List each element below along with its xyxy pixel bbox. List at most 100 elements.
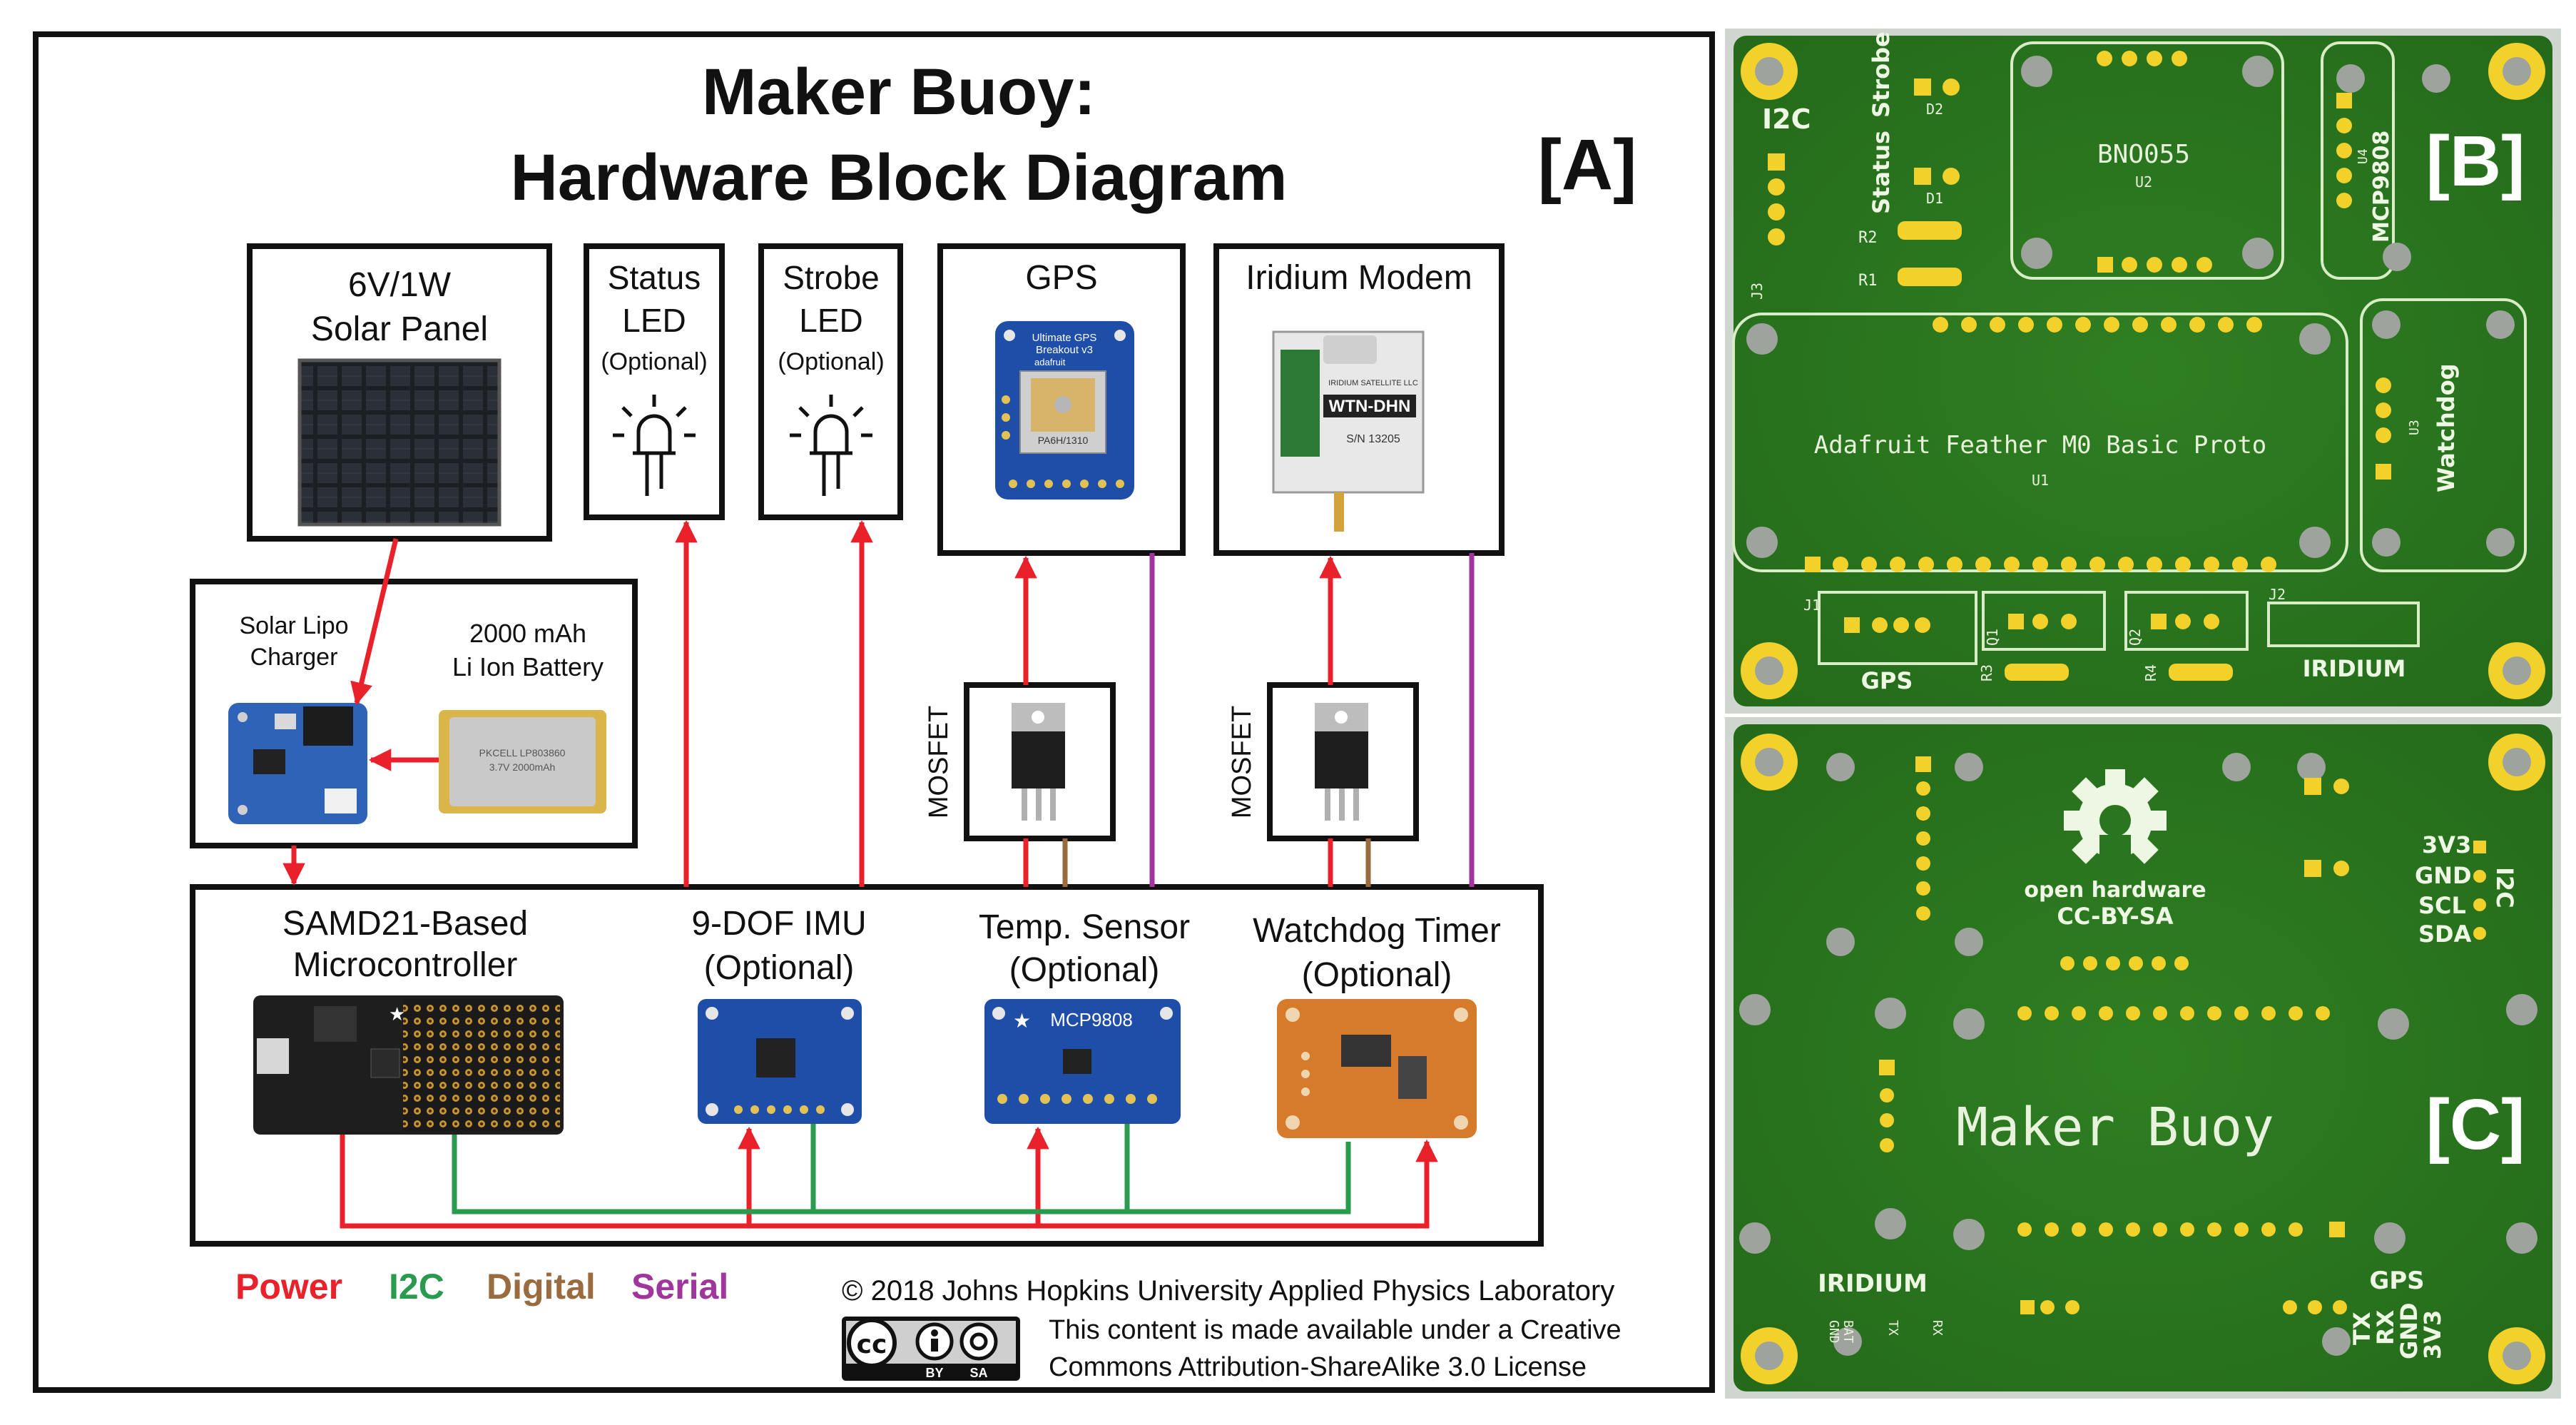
gps-label: GPS xyxy=(1025,259,1097,297)
charger-label-1: Solar Lipo xyxy=(239,612,348,639)
silk-gnd-iridium: GND xyxy=(1826,1320,1841,1344)
mcu-label-1: SAMD21-Based xyxy=(282,905,528,943)
legend-power: Power xyxy=(235,1267,342,1307)
legend-i2c: I2C xyxy=(389,1267,444,1307)
gps-module-text: PA6H/1310 xyxy=(1038,435,1089,446)
imu-board-image xyxy=(698,999,862,1124)
panel-c-pcb-bottom: open hardware CC-BY-SA Maker Buoy 3V3 GN… xyxy=(1725,717,2561,1399)
strobe-led-block: Strobe LED (Optional) xyxy=(758,243,903,520)
silk-rx-iridium: RX xyxy=(1930,1320,1945,1336)
silk-watchdog: Watchdog xyxy=(2433,363,2460,492)
svg-text:★: ★ xyxy=(1013,1009,1031,1033)
mosfet-block-1: MOSFET xyxy=(924,682,1116,841)
silk-u2: U2 xyxy=(2135,173,2152,191)
battery-label-1: 2000 mAh xyxy=(469,619,586,648)
license-text-1: This content is made available under a C… xyxy=(1049,1315,1622,1345)
panel-label-b: [B] xyxy=(2426,121,2525,201)
title-line-1: Maker Buoy: xyxy=(702,56,1096,128)
watchdog-image xyxy=(1277,999,1477,1138)
imu-label-2: (Optional) xyxy=(704,949,855,987)
status-led-label-1: Status xyxy=(608,259,701,296)
charger-battery-block: Solar Lipo Charger 2000 mAh Li Ion Batte… xyxy=(190,579,638,848)
silk-sda: SDA xyxy=(2418,921,2472,948)
silk-maker-buoy: Maker Buoy xyxy=(1956,1097,2274,1158)
mosfet-block-2: MOSFET xyxy=(1227,682,1419,841)
mosfet-label-2: MOSFET xyxy=(1227,706,1257,818)
silk-rx-gps: RX xyxy=(2372,1309,2399,1345)
silk-r2: R2 xyxy=(1858,229,1878,247)
charger-board-image xyxy=(228,703,367,824)
panel-label-a: [A] xyxy=(1538,125,1637,205)
modem-sn-text: S/N 13205 xyxy=(1346,433,1400,445)
silk-bno055: BNO055 xyxy=(2097,140,2190,169)
silk-bat: BAT xyxy=(1841,1320,1855,1344)
solar-panel-image xyxy=(297,358,502,527)
temp-chip-text: MCP9808 xyxy=(1050,1009,1133,1030)
legend: Power I2C Digital Serial xyxy=(235,1267,728,1307)
silk-i2c: I2C xyxy=(1762,103,1811,135)
mosfet-label-1: MOSFET xyxy=(924,706,954,818)
silk-gps: GPS xyxy=(1861,667,1913,694)
wdt-label-2: (Optional) xyxy=(1302,956,1452,994)
temp-label-2: (Optional) xyxy=(1009,951,1160,989)
silk-r1: R1 xyxy=(1858,272,1878,290)
mosfet-image xyxy=(1012,703,1065,821)
mounting-holes xyxy=(1741,43,2545,699)
gps-board-text-3: adafruit xyxy=(1034,357,1066,367)
mcu-label-2: Microcontroller xyxy=(293,946,518,984)
temp-label-1: Temp. Sensor xyxy=(979,908,1190,946)
panel-b-pcb-top: I2C Status Strobe D2 D1 R2 R1 J3 BNO055 … xyxy=(1725,29,2561,714)
silk-d1: D1 xyxy=(1926,190,1943,207)
battery-text-1: PKCELL LP803860 xyxy=(479,747,566,759)
battery-text-2: 3.7V 2000mAh xyxy=(489,761,556,773)
battery-label-2: Li Ion Battery xyxy=(452,652,604,681)
panel-label-c: [C] xyxy=(2426,1085,2525,1165)
svg-text:cc: cc xyxy=(857,1330,887,1359)
iridium-modem-block: Iridium Modem IRIDIUM SATELLITE LLC WTN-… xyxy=(1213,243,1505,556)
solar-label-1: 6V/1W xyxy=(348,266,452,304)
gps-board-image: Ultimate GPS Breakout v3 adafruit PA6H/1… xyxy=(995,321,1134,499)
led-icon xyxy=(613,395,696,496)
copyright-text: © 2018 Johns Hopkins University Applied … xyxy=(842,1275,1614,1307)
mosfet-image xyxy=(1315,703,1368,821)
strobe-led-optional: (Optional) xyxy=(778,348,884,375)
wdt-label-1: Watchdog Timer xyxy=(1253,912,1501,950)
silk-3v3: 3V3 xyxy=(2422,831,2471,858)
mounting-holes xyxy=(1741,734,2545,1384)
legend-serial: Serial xyxy=(631,1267,728,1307)
panel-a-block-diagram: Maker Buoy: Hardware Block Diagram [A] 6… xyxy=(33,31,1715,1393)
silk-strobe: Strobe xyxy=(1868,31,1895,118)
silk-d2: D2 xyxy=(1926,101,1943,118)
silk-feather: Adafruit Feather M0 Basic Proto xyxy=(1814,431,2267,460)
silk-mcp9808: MCP9808 xyxy=(2369,131,2394,243)
silk-i2c-c: I2C xyxy=(2491,867,2518,908)
silk-q1: Q1 xyxy=(1984,629,2001,646)
silk-r3: R3 xyxy=(1978,664,1995,681)
silk-gnd: GND xyxy=(2415,862,2472,889)
pcb-pads xyxy=(1768,51,2391,681)
silk-3v3-gps: 3V3 xyxy=(2419,1310,2446,1359)
silk-status: Status xyxy=(1868,131,1895,214)
silk-iridium: IRIDIUM xyxy=(2303,655,2406,682)
strobe-led-label-2: LED xyxy=(799,302,862,339)
silk-open-hardware: open hardware xyxy=(2024,878,2206,903)
silk-tx-gps: TX xyxy=(2348,1312,2376,1345)
open-hardware-gear-icon xyxy=(2064,769,2167,878)
status-led-label-2: LED xyxy=(622,302,686,339)
led-icon xyxy=(790,395,872,496)
gps-board-text-1: Ultimate GPS xyxy=(1032,332,1097,344)
microcontroller-image: ★ xyxy=(253,995,564,1135)
silk-u1: U1 xyxy=(2032,472,2049,489)
controller-sensors-block: SAMD21-Based Microcontroller 9-DOF IMU (… xyxy=(190,884,1544,1247)
cc-by-text: BY xyxy=(925,1366,943,1380)
silk-j2: J2 xyxy=(2269,586,2286,603)
pcb-c-silkscreen: open hardware CC-BY-SA Maker Buoy 3V3 GN… xyxy=(1818,831,2518,1359)
iridium-modem-image: IRIDIUM SATELLITE LLC WTN-DHN S/N 13205 xyxy=(1272,330,1425,532)
imu-label-1: 9-DOF IMU xyxy=(691,905,866,943)
status-led-block: Status LED (Optional) xyxy=(584,243,725,520)
charger-label-2: Charger xyxy=(250,644,338,671)
silk-scl: SCL xyxy=(2418,892,2466,919)
license-text-2: Commons Attribution-ShareAlike 3.0 Licen… xyxy=(1049,1352,1587,1382)
silk-u4: U4 xyxy=(2356,148,2371,164)
